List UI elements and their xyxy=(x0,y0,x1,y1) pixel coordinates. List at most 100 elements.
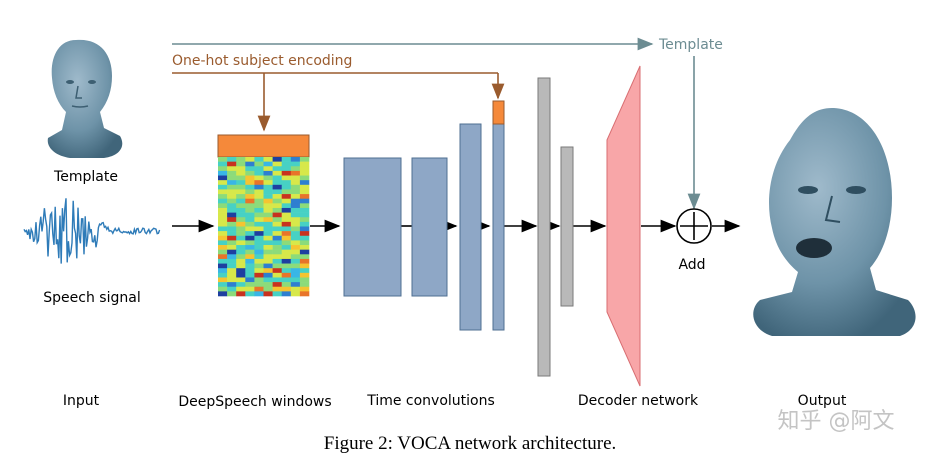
heatmap-cell xyxy=(272,291,282,297)
decoder-network-shape xyxy=(606,65,641,387)
speech-signal-label: Speech signal xyxy=(43,290,140,306)
heatmap-cell xyxy=(236,221,246,227)
heatmap-cell xyxy=(272,170,282,176)
heatmap-cell xyxy=(227,212,237,218)
heatmap-cell xyxy=(245,282,255,288)
heatmap-cell xyxy=(227,170,237,176)
heatmap-cell xyxy=(245,286,255,292)
heatmap-cell xyxy=(281,235,292,241)
heatmap-cell xyxy=(281,207,292,213)
heatmap-cell xyxy=(227,221,237,227)
decoder-label: Decoder network xyxy=(578,393,699,409)
heatmap-cell xyxy=(245,198,255,204)
heatmap-cell xyxy=(299,212,310,218)
heatmap-cell xyxy=(290,272,301,278)
heatmap-cell xyxy=(272,226,282,232)
heatmap-cell xyxy=(236,268,246,274)
heatmap-cell xyxy=(227,286,237,292)
figure-caption: Figure 2: VOCA network architecture. xyxy=(324,433,617,454)
heatmap-cell xyxy=(263,198,273,204)
heatmap-cell xyxy=(263,221,273,227)
heatmap-cell xyxy=(299,240,310,246)
heatmap-cell xyxy=(272,212,282,218)
dense-layer-2 xyxy=(560,146,574,307)
time-conv-block-3 xyxy=(459,123,482,331)
heatmap-cell xyxy=(218,240,228,246)
heatmap-cell xyxy=(236,282,246,288)
heatmap-cell xyxy=(281,268,292,274)
heatmap-cell xyxy=(272,217,282,223)
heatmap-cell xyxy=(281,226,292,232)
heatmap-cell xyxy=(263,207,273,213)
heatmap-cell xyxy=(290,245,301,250)
heatmap-cell xyxy=(245,254,255,260)
heatmap-cell xyxy=(254,263,264,269)
heatmap-cell xyxy=(227,189,237,195)
heatmap-cell xyxy=(272,184,282,190)
heatmap-cell xyxy=(263,286,273,292)
heatmap-cell xyxy=(236,198,246,204)
heatmap-cell xyxy=(263,212,273,218)
heatmap-cell xyxy=(299,286,310,292)
heatmap-cell xyxy=(281,175,292,181)
heatmap-cell xyxy=(290,286,301,292)
heatmap-cell xyxy=(218,161,228,167)
heatmap-cell xyxy=(272,203,282,209)
output-label: Output xyxy=(798,393,847,409)
heatmap-cell xyxy=(236,291,246,297)
heatmap-cell xyxy=(272,286,282,292)
heatmap-cell xyxy=(272,175,282,181)
heatmap-cell xyxy=(227,240,237,246)
heatmap-cell xyxy=(227,263,237,269)
heatmap-cell xyxy=(236,263,246,269)
heatmap-cell xyxy=(254,277,264,283)
heatmap-cell xyxy=(218,180,228,186)
heatmap-cell xyxy=(299,180,310,186)
heatmap-cell xyxy=(290,184,301,190)
heatmap-cell xyxy=(281,272,292,278)
heatmap-cell xyxy=(281,184,292,190)
heatmap-cell xyxy=(290,221,301,227)
heatmap-cell xyxy=(299,268,310,274)
heatmap-cell xyxy=(218,263,228,269)
heatmap-cell xyxy=(299,194,310,199)
heatmap-cell xyxy=(263,263,273,269)
heatmap-cell xyxy=(236,272,246,278)
heatmap-cell xyxy=(254,235,264,241)
heatmap-cell xyxy=(299,282,310,288)
heatmap-cell xyxy=(272,161,282,167)
heatmap-cell xyxy=(218,170,228,176)
heatmap-cell xyxy=(245,235,255,241)
heatmap-cell xyxy=(263,291,273,297)
heatmap-cell xyxy=(218,272,228,278)
deepspeech-heatmap xyxy=(218,157,310,297)
heatmap-cell xyxy=(218,198,228,204)
heatmap-cell xyxy=(263,277,273,283)
heatmap-cell xyxy=(236,245,246,250)
heatmap-cell xyxy=(218,226,228,232)
heatmap-cell xyxy=(245,245,255,250)
heatmap-cell xyxy=(227,268,237,274)
watermark-text: 知乎 @阿文 xyxy=(778,409,895,434)
heatmap-cell xyxy=(218,207,228,213)
heatmap-cell xyxy=(290,263,301,269)
heatmap-cell xyxy=(254,166,264,172)
heatmap-cell xyxy=(254,161,264,167)
heatmap-cell xyxy=(290,268,301,274)
heatmap-cell xyxy=(236,194,246,199)
heatmap-cell xyxy=(281,277,292,283)
heatmap-cell xyxy=(299,157,310,162)
heatmap-cell xyxy=(263,189,273,195)
heatmap-cell xyxy=(245,240,255,246)
heatmap-cell xyxy=(281,217,292,223)
heatmap-cell xyxy=(254,170,264,176)
input-label: Input xyxy=(63,393,100,409)
heatmap-cell xyxy=(272,272,282,278)
heatmap-cell xyxy=(236,286,246,292)
heatmap-cell xyxy=(245,157,255,162)
heatmap-cell xyxy=(263,157,273,162)
heatmap-cell xyxy=(218,268,228,274)
heatmap-cell xyxy=(281,189,292,195)
heatmap-cell xyxy=(227,180,237,186)
heatmap-cell xyxy=(245,231,255,237)
